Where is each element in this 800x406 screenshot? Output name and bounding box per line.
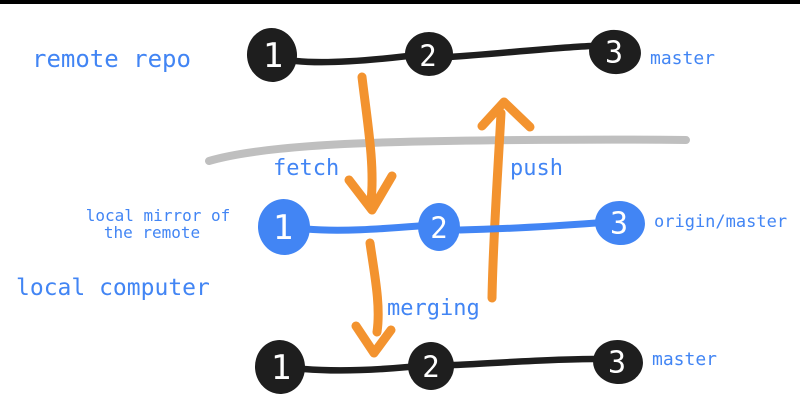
local-computer-row: local computer 1 2 3 master [16,275,717,394]
local-commit-node-1 [254,340,306,394]
mirror-commit-number-2: 2 [430,211,447,245]
push-label: push [510,156,563,181]
mirror-commit-node-1 [257,199,311,255]
push-arrow: push [477,97,563,303]
remote-local-divider-line [205,135,690,165]
remote-commit-node-3 [589,29,641,75]
mirror-commit-node-2 [418,203,460,251]
local-commit-number-2: 2 [422,350,439,384]
remote-repo-label: remote repo [32,45,191,73]
fetch-arrow-shaft [357,72,377,206]
fetch-arrowhead [344,171,397,215]
mirror-branch-line-1 [302,222,423,234]
remote-commit-number-3: 3 [605,36,623,71]
push-arrowhead [477,97,535,132]
mirror-branch-line-2 [456,219,600,234]
mirror-commit-node-3 [595,200,645,246]
mirror-commit-number-3: 3 [610,207,628,242]
remote-branch-line-1 [292,52,412,66]
remote-branch-line-2 [445,42,595,61]
local-commit-node-2 [408,342,454,390]
local-computer-label: local computer [16,275,210,301]
fetch-arrow: fetch [273,72,397,215]
fetch-label: fetch [273,156,339,181]
remote-commit-number-1: 1 [263,36,283,76]
push-arrow-shaft [487,108,506,303]
mirror-branch-label: origin/master [654,212,787,232]
local-branch-label: master [652,349,717,370]
remote-branch-label: master [650,48,715,69]
merging-arrow: merging [351,238,480,358]
local-mirror-label-line2: the remote [104,223,200,242]
remote-commit-node-1 [246,28,298,82]
remote-repo-row: remote repo 1 2 3 master [32,28,715,82]
local-commit-number-3: 3 [608,346,626,381]
remote-commit-number-2: 2 [419,39,436,73]
merging-label: merging [387,296,480,321]
local-mirror-label-line1: local mirror of [86,206,231,225]
merging-arrow-shaft [365,238,383,337]
remote-commit-node-2 [405,32,453,76]
local-commit-number-1: 1 [271,348,291,388]
mirror-commit-number-1: 1 [273,208,293,248]
top-border-bar [0,0,800,4]
local-commit-node-3 [593,339,643,385]
local-branch-line-2 [450,355,598,369]
merging-arrowhead [351,321,396,358]
local-mirror-row: local mirror of the remote 1 2 3 origin/… [86,199,787,255]
local-branch-line-1 [300,363,412,374]
